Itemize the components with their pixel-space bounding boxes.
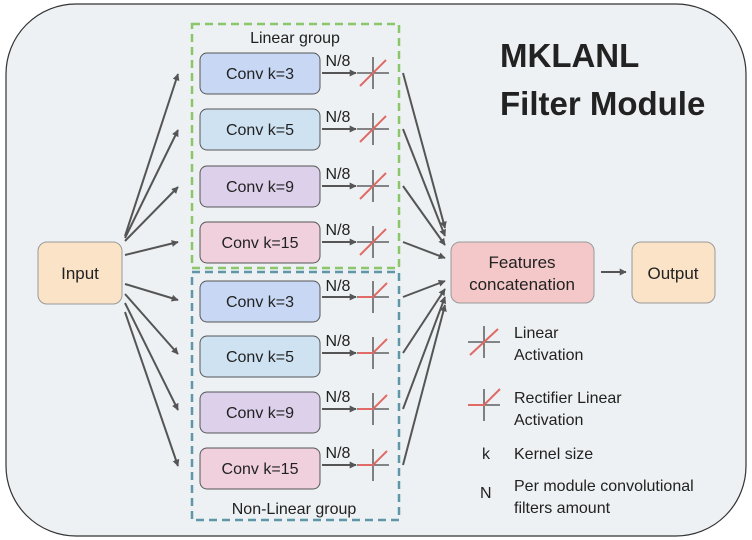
input-to-conv-arrow: [124, 186, 179, 242]
conv-box: [199, 52, 321, 95]
input-to-conv-arrow: [124, 240, 179, 256]
legend: Linear Activation Rectifier Linear Activ…: [468, 325, 694, 517]
input-to-conv-arrow: [124, 302, 179, 411]
conv-box: [199, 335, 321, 378]
conv-box: [199, 221, 321, 264]
conv-box: [199, 280, 321, 323]
linear-activation-icon: [359, 115, 387, 143]
output-label: Output: [647, 264, 698, 283]
legend-linear-line2: Activation: [514, 347, 583, 364]
activation-to-concat-arrow: [402, 128, 446, 237]
conv-label: Conv k=15: [222, 235, 299, 252]
linear-row-1: Conv k=3 N/8: [124, 52, 447, 237]
legend-kernel-text: Kernel size: [514, 446, 593, 463]
input-label: Input: [61, 264, 99, 283]
conv-label: Conv k=15: [222, 461, 299, 478]
relu-activation-icon: [468, 388, 501, 406]
linear-group-label: Linear group: [250, 30, 340, 47]
linear-activation-icon: [469, 328, 499, 356]
conv-label: Conv k=5: [226, 122, 294, 139]
concat-node: [450, 241, 595, 304]
concat-label-line1: Features: [488, 253, 555, 272]
linear-activation-icon: [359, 59, 387, 87]
input-to-conv-arrow: [124, 283, 179, 302]
activation-to-concat-arrow: [402, 304, 447, 466]
input-node: [37, 241, 123, 305]
legend-linear-line1: Linear: [514, 325, 559, 342]
input-to-conv-arrow: [124, 129, 179, 239]
filters-label: N/8: [326, 389, 351, 406]
concat-label-line2: concatenation: [469, 275, 575, 294]
legend-relu-line2: Activation: [514, 412, 583, 429]
input-to-conv-arrow: [124, 293, 179, 355]
module-title-line2: Filter Module: [500, 85, 705, 122]
module-background: [5, 3, 747, 537]
linear-activation-icon: [359, 172, 387, 200]
output-node: [631, 241, 716, 304]
conv-label: Conv k=3: [226, 66, 294, 83]
activation-to-concat-arrow: [402, 296, 447, 410]
legend-relu-line1: Rectifier Linear: [514, 390, 622, 407]
relu-activation-icon: [358, 338, 388, 354]
nonlinear-row-1: Conv k=3 N/8: [124, 278, 446, 323]
legend-filters-line1: Per module convolutional: [514, 478, 694, 495]
module-title-line1: MKLANL: [500, 37, 639, 74]
linear-activation-icon: [359, 228, 387, 256]
activation-to-concat-arrow: [402, 241, 446, 260]
activation-to-concat-arrow: [402, 72, 447, 229]
filters-label: N/8: [326, 109, 351, 126]
filters-label: N/8: [326, 278, 351, 295]
filters-label: N/8: [326, 53, 351, 70]
conv-label: Conv k=9: [226, 179, 294, 196]
filters-label: N/8: [326, 445, 351, 462]
conv-label: Conv k=9: [226, 405, 294, 422]
input-to-conv-arrow: [124, 311, 180, 467]
filters-label: N/8: [326, 166, 351, 183]
conv-box: [199, 391, 321, 434]
conv-box: [199, 165, 321, 208]
linear-group-box: [190, 22, 401, 270]
linear-row-2: Conv k=5 N/8: [124, 108, 446, 239]
nonlinear-group-label: Non-Linear group: [232, 501, 357, 518]
activation-to-concat-arrow: [402, 279, 446, 298]
input-to-conv-arrow: [124, 73, 180, 237]
relu-activation-icon: [358, 450, 388, 466]
legend-kernel-symbol: k: [482, 446, 491, 463]
linear-row-4: Conv k=15 N/8: [124, 221, 446, 264]
conv-box: [199, 108, 321, 151]
relu-activation-icon: [358, 394, 388, 410]
legend-filters-line2: filters amount: [514, 500, 611, 517]
filters-label: N/8: [326, 333, 351, 350]
linear-row-3: Conv k=9 N/8: [124, 165, 446, 246]
nonlinear-row-2: Conv k=5 N/8: [124, 288, 446, 378]
conv-box: [199, 447, 321, 490]
activation-to-concat-arrow: [402, 185, 446, 246]
nonlinear-group-box: [190, 270, 401, 522]
activation-to-concat-arrow: [402, 288, 446, 354]
nonlinear-row-4: Conv k=15 N/8: [124, 304, 447, 490]
nonlinear-row-3: Conv k=9 N/8: [124, 296, 447, 434]
legend-filters-symbol: N: [480, 485, 492, 502]
conv-label: Conv k=5: [226, 349, 294, 366]
relu-activation-icon: [358, 282, 388, 298]
conv-label: Conv k=3: [226, 294, 294, 311]
filters-label: N/8: [326, 222, 351, 239]
